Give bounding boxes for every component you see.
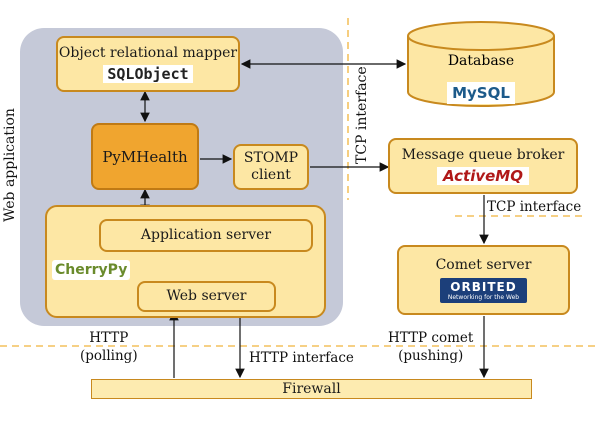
pymhealth-title: PyMHealth — [102, 147, 188, 166]
orbited-tagline: Networking for the Web — [447, 294, 520, 301]
orbited-logo-text: ORBITED — [450, 279, 517, 294]
mysql-logo: MySQL — [447, 82, 515, 104]
pymhealth-box: PyMHealth — [91, 123, 199, 190]
http-comet-label: HTTP comet (pushing) — [388, 329, 473, 365]
http-comet-line1: HTTP comet — [388, 330, 474, 346]
mq-broker-title: Message queue broker — [401, 146, 565, 163]
activemq-logo: ActiveMQ — [437, 167, 529, 186]
comet-server-box: Comet server ORBITED Networking for the … — [397, 245, 570, 315]
http-comet-line2: (pushing) — [398, 348, 464, 365]
database-title: Database — [447, 53, 515, 69]
tcp-interface-horizontal-label: TCP interface — [487, 199, 582, 215]
http-polling-line1: HTTP — [89, 330, 129, 346]
cherrypy-logo: CherryPy — [52, 260, 131, 280]
orm-title: Object relational mapper — [58, 45, 238, 62]
firewall-title: Firewall — [282, 380, 341, 397]
firewall-box: Firewall — [91, 379, 532, 399]
web-server-box: Web server — [137, 281, 276, 312]
application-server-title: Application server — [140, 227, 272, 244]
tcp-interface-vertical-label: TCP interface — [354, 66, 370, 164]
http-interface-label: HTTP interface — [249, 350, 354, 366]
http-polling-line2: (polling) — [80, 348, 138, 365]
comet-server-title: Comet server — [435, 256, 532, 273]
database-cylinder — [407, 21, 555, 107]
orm-box: Object relational mapper SQLObject — [56, 36, 240, 92]
mq-broker-box: Message queue broker ActiveMQ — [388, 138, 578, 194]
stomp-client-title: STOMP client — [243, 150, 299, 183]
application-server-box: Application server — [99, 219, 313, 252]
stomp-client-box: STOMP client — [233, 144, 309, 190]
sqlobject-logo: SQLObject — [103, 64, 193, 83]
web-server-title: Web server — [166, 288, 247, 305]
orbited-logo: ORBITED Networking for the Web — [439, 277, 528, 304]
http-polling-label: HTTP (polling) — [80, 329, 138, 365]
